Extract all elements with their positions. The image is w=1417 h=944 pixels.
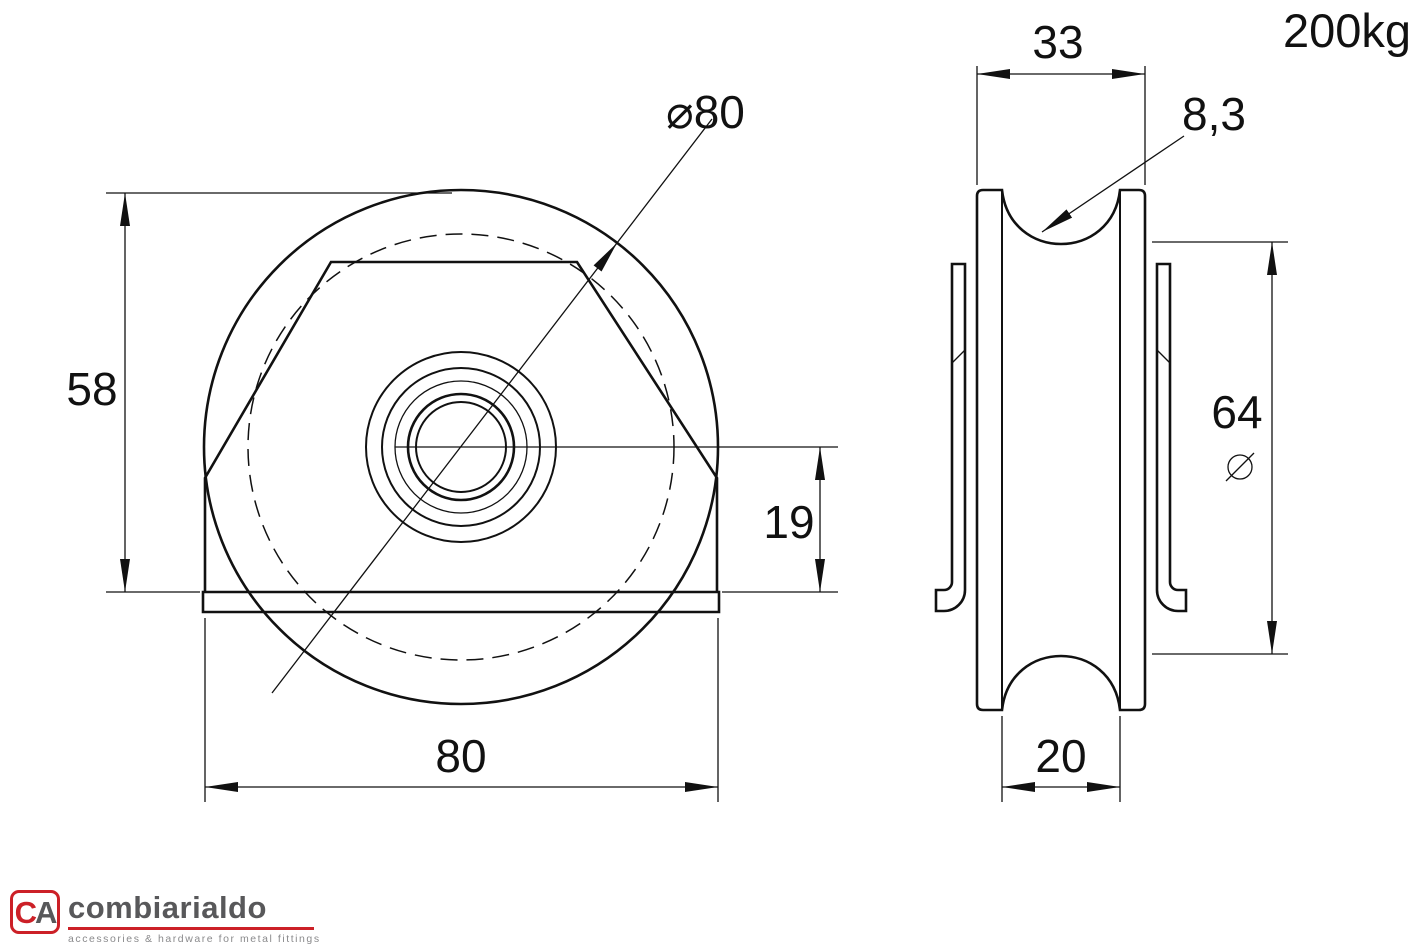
pulley-section-outline	[975, 188, 1147, 712]
width-dim-label: 80	[435, 730, 486, 782]
logo-divider	[68, 927, 314, 930]
front-view: ⌀80 58 19 80	[66, 86, 838, 802]
height-dim-label: 58	[66, 363, 117, 415]
side-view: 33 8,3 64	[934, 16, 1288, 802]
flange-width-dim-label: 33	[1032, 16, 1083, 68]
hub-width-dim-label: 20	[1035, 730, 1086, 782]
base-plate	[201, 590, 721, 614]
diameter-leader-arrowhead	[593, 243, 617, 272]
dimension-center-height-19: 19	[722, 447, 838, 593]
logo-body: combiarialdo accessories & hardware for …	[68, 890, 321, 944]
weld-nick-right	[1156, 349, 1171, 364]
front-diameter-label: ⌀80	[666, 86, 745, 138]
dimension-width-80: 80	[204, 618, 719, 802]
dimension-flange-33: 33	[976, 16, 1146, 185]
groove-diameter-dim-label: 64	[1211, 386, 1262, 438]
dimension-groove-diameter-64: 64	[1152, 241, 1288, 655]
diagonal-centerline	[271, 118, 713, 694]
logo-monogram-c: C	[14, 894, 37, 930]
logo-monogram-a: A	[35, 894, 57, 930]
center-height-dim-label: 19	[763, 496, 814, 548]
diameter-symbol-icon	[1225, 452, 1255, 482]
dimension-groove-radius: 8,3	[1041, 88, 1246, 233]
dimension-hub-20: 20	[1001, 716, 1121, 802]
dimension-height-58: 58	[66, 192, 452, 593]
weld-nick-left	[951, 349, 966, 364]
mounting-bracket	[203, 260, 719, 592]
bracket-plate-right	[1155, 262, 1188, 613]
logo-tagline: accessories & hardware for metal fitting…	[68, 933, 321, 944]
load-rating-label: 200kg	[1283, 4, 1411, 57]
leader-line	[1041, 135, 1185, 233]
bracket-plate-left	[934, 262, 967, 613]
logo-company-name: combiarialdo	[68, 890, 267, 925]
groove-radius-dim-label: 8,3	[1182, 88, 1246, 140]
